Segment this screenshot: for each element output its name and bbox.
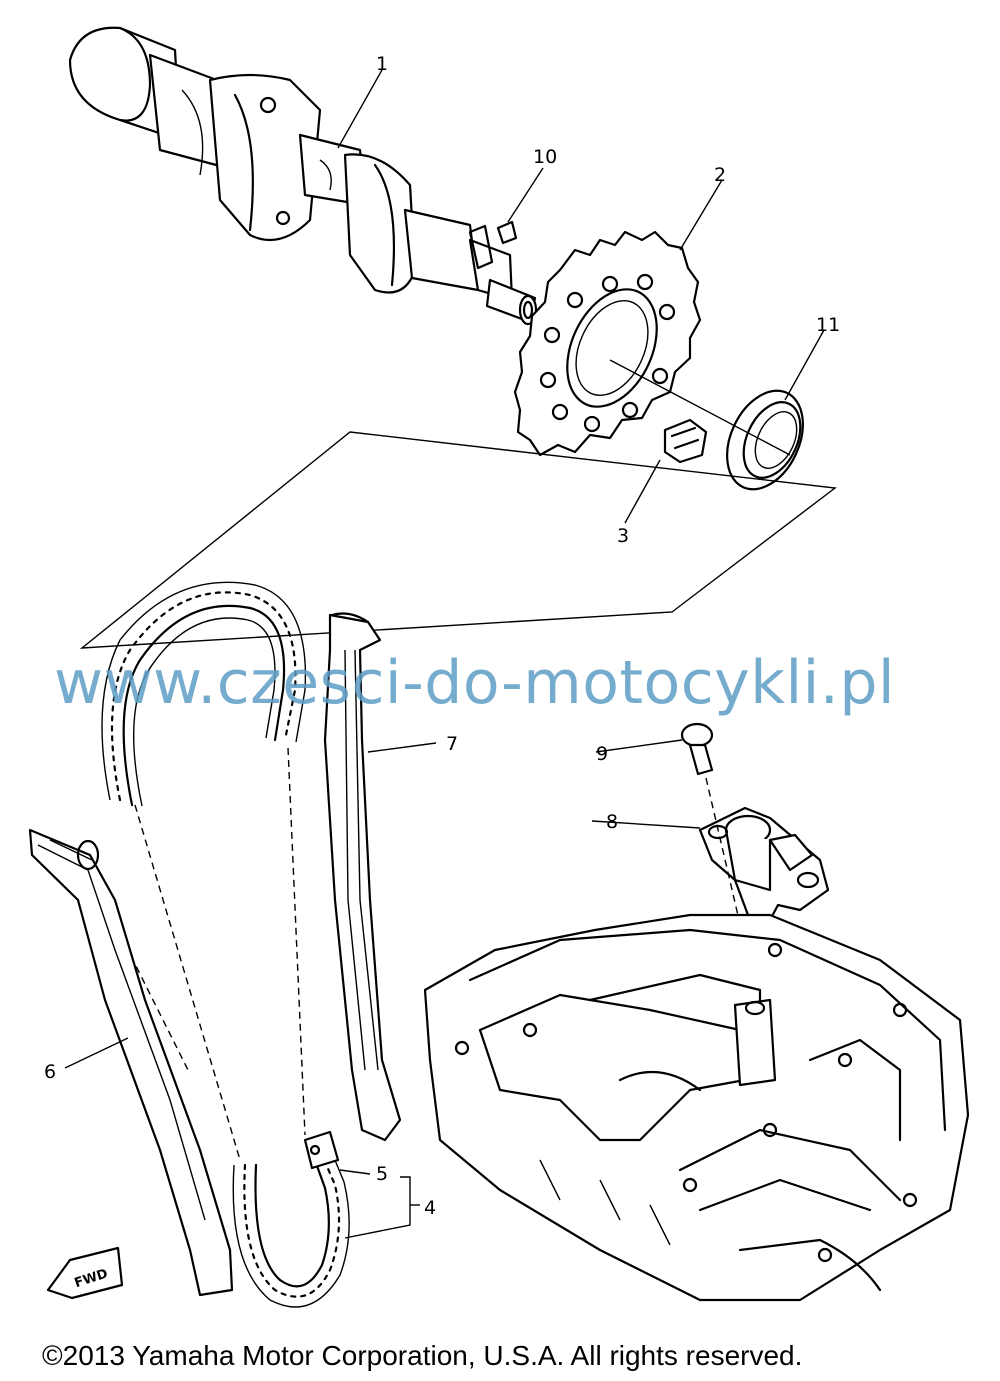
timing-chain-lower [232,1147,350,1308]
callout-7: 7 [446,733,458,755]
callout-leaders [64,69,825,1239]
chain-path-guide [287,747,306,1136]
tensioner-bolt [680,722,714,776]
assembly-axis-line [609,359,791,456]
timing-chain-upper [101,581,307,807]
callout-2: 2 [714,164,726,186]
chain-master-link [303,1130,340,1170]
chain-guide-front [28,828,234,1297]
callout-5: 5 [376,1163,388,1185]
callout-4: 4 [424,1197,436,1219]
sprocket-bolt [663,418,708,464]
cam-sprocket [513,230,702,457]
chain-tensioner [698,806,830,922]
callout-11: 11 [816,314,840,336]
parts-group-outline [79,431,837,649]
callout-3: 3 [617,525,629,547]
callout-1: 1 [376,53,388,75]
forward-direction-arrow: FWD [46,1246,124,1300]
camshaft [68,26,538,326]
callout-9: 9 [596,743,608,765]
callout-10: 10 [533,146,557,168]
cam-seal [726,389,804,491]
cylinder-head [423,913,970,1302]
callout-6: 6 [44,1061,56,1083]
chain-guide-rear [323,612,402,1142]
dowel-pin [468,220,518,270]
chain-path-guide [134,804,241,1161]
callout-8: 8 [606,811,618,833]
copyright-notice: ©2013 Yamaha Motor Corporation, U.S.A. A… [42,1340,803,1371]
watermark-url: www.czesci-do-motocykli.pl [54,648,896,718]
